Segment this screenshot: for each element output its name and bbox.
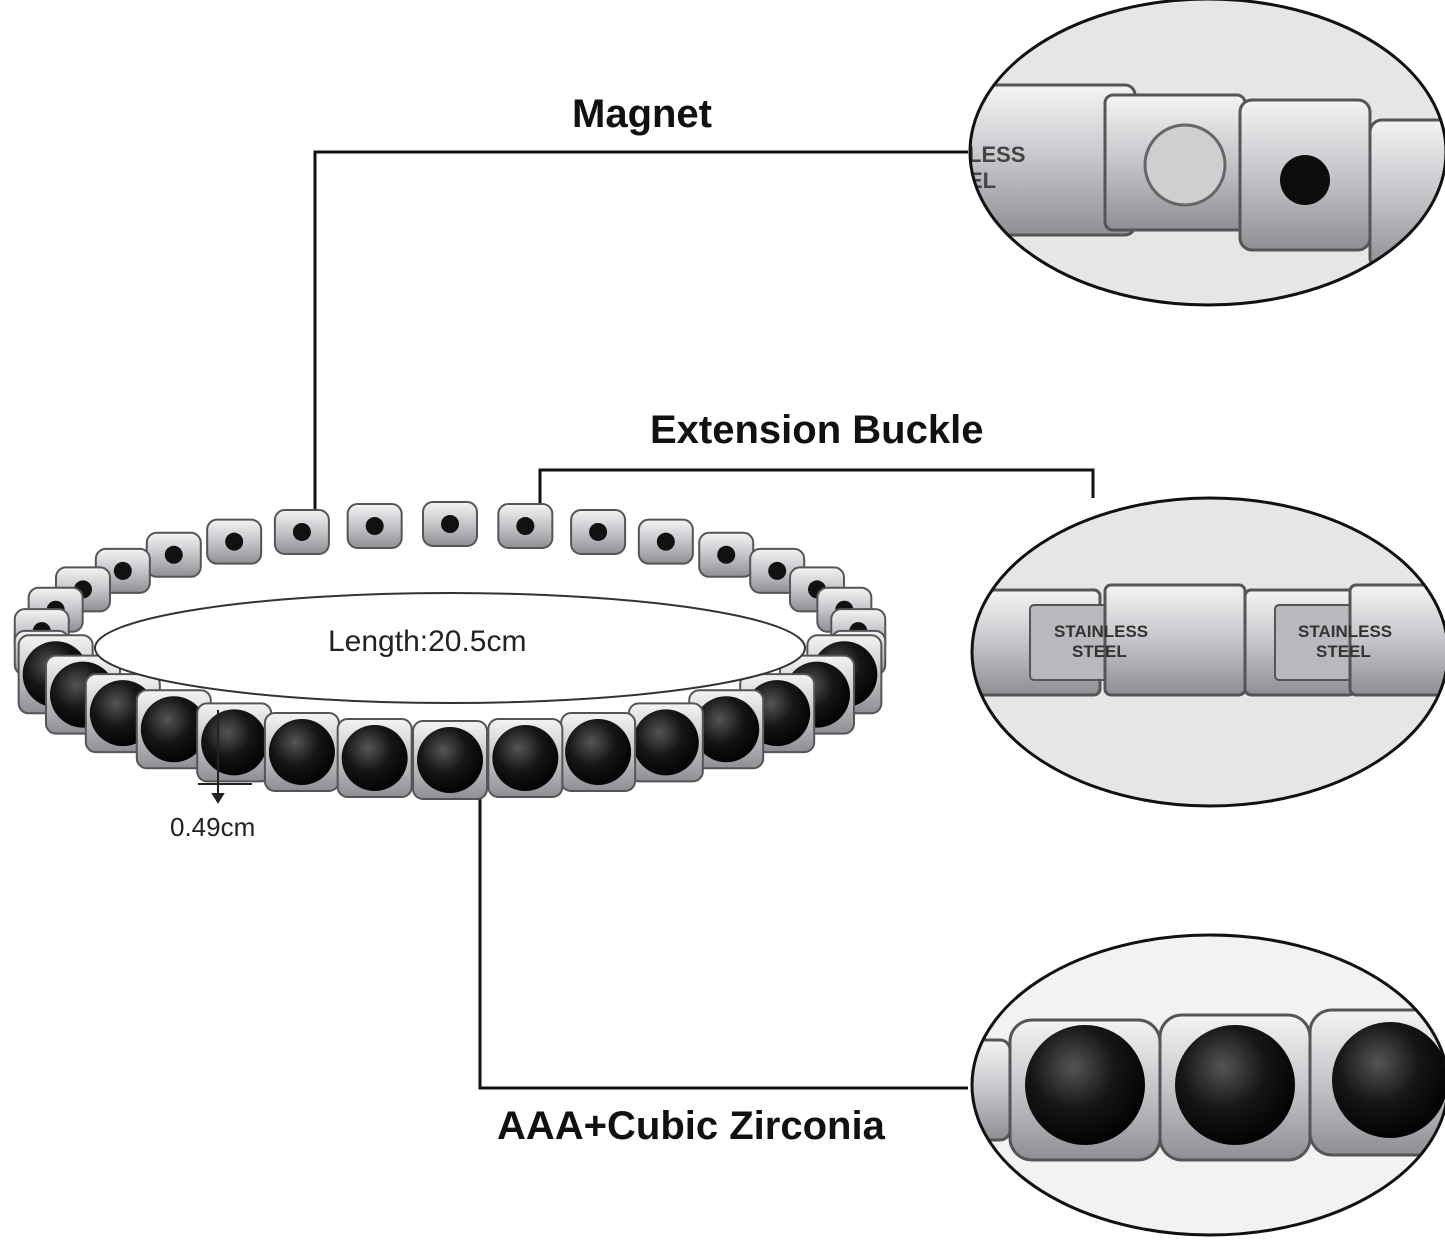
magnet-closeup: LESS EL [968, 0, 1445, 305]
link-hole [589, 522, 608, 541]
magnet-leader-line [313, 150, 968, 540]
zirconia-stone [140, 696, 207, 763]
link-hole [365, 517, 384, 536]
link-hole [717, 545, 736, 564]
zirconia-label: AAA+Cubic Zirconia [497, 1104, 885, 1148]
link-hole [113, 561, 132, 580]
extension-buckle-lens-frame [970, 496, 1445, 808]
magnet-label: Magnet [572, 92, 712, 136]
link-hole [656, 532, 675, 551]
zirconia-stone [201, 709, 268, 776]
length-label: Length:20.5cm [328, 625, 527, 658]
link-hole [516, 517, 535, 536]
zirconia-stone [341, 724, 408, 791]
extension-buckle-closeup: STAINLESS STEEL STAINLESS STEEL [972, 498, 1445, 806]
extension-buckle-label: Extension Buckle [650, 408, 984, 452]
zirconia-stone [417, 727, 483, 793]
zirconia-stone [632, 709, 699, 776]
link-hole [292, 522, 311, 541]
zirconia-closeup [972, 935, 1445, 1235]
svg-text:STAINLESS: STAINLESS [1298, 622, 1392, 641]
zirconia-stone [693, 696, 760, 763]
magnet-lens-frame [968, 0, 1445, 307]
svg-text:STAINLESS: STAINLESS [1054, 622, 1148, 641]
zirconia-leader-line [478, 770, 968, 1090]
svg-text:LESS: LESS [968, 142, 1025, 167]
svg-text:STEEL: STEEL [1072, 642, 1127, 661]
bracelet-inner-outline [94, 592, 806, 704]
link-hole [164, 545, 183, 564]
zirconia-stone [268, 719, 335, 786]
zirconia-stone [565, 719, 632, 786]
link-hole [768, 561, 787, 580]
stone-width-label: 0.49cm [170, 812, 256, 842]
stone-width-arrow [198, 710, 252, 804]
zirconia-stone [492, 724, 559, 791]
link-hole [441, 515, 459, 533]
svg-text:STEEL: STEEL [1316, 642, 1371, 661]
bracelet [13, 501, 887, 800]
zirconia-lens-frame [970, 933, 1445, 1237]
link-hole [225, 532, 244, 551]
